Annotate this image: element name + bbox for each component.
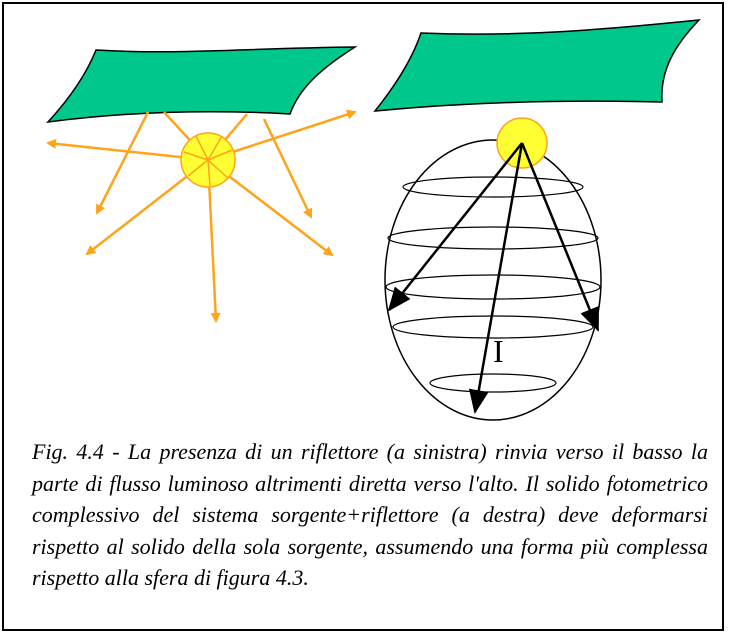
ray-reflected-down-right	[262, 118, 313, 219]
photometric-solid-outline	[384, 139, 602, 421]
figure-illustration: I	[46, 19, 701, 421]
right-reflector-panel	[373, 19, 701, 112]
left-reflector-panel	[46, 46, 358, 124]
intensity-vector-right	[520, 142, 600, 332]
right-photometric-scene: I	[373, 19, 701, 421]
intensity-label: I	[493, 333, 504, 369]
figure-caption: Fig. 4.4 - La presenza di un riflettore …	[32, 439, 708, 590]
intensity-vector-down	[468, 142, 524, 414]
left-source-spokes	[183, 135, 233, 187]
intensity-vector-left	[387, 142, 523, 312]
ray-reflected-down-left	[95, 111, 150, 215]
intensity-vectors	[387, 142, 600, 414]
left-reflector-scene	[46, 46, 358, 323]
